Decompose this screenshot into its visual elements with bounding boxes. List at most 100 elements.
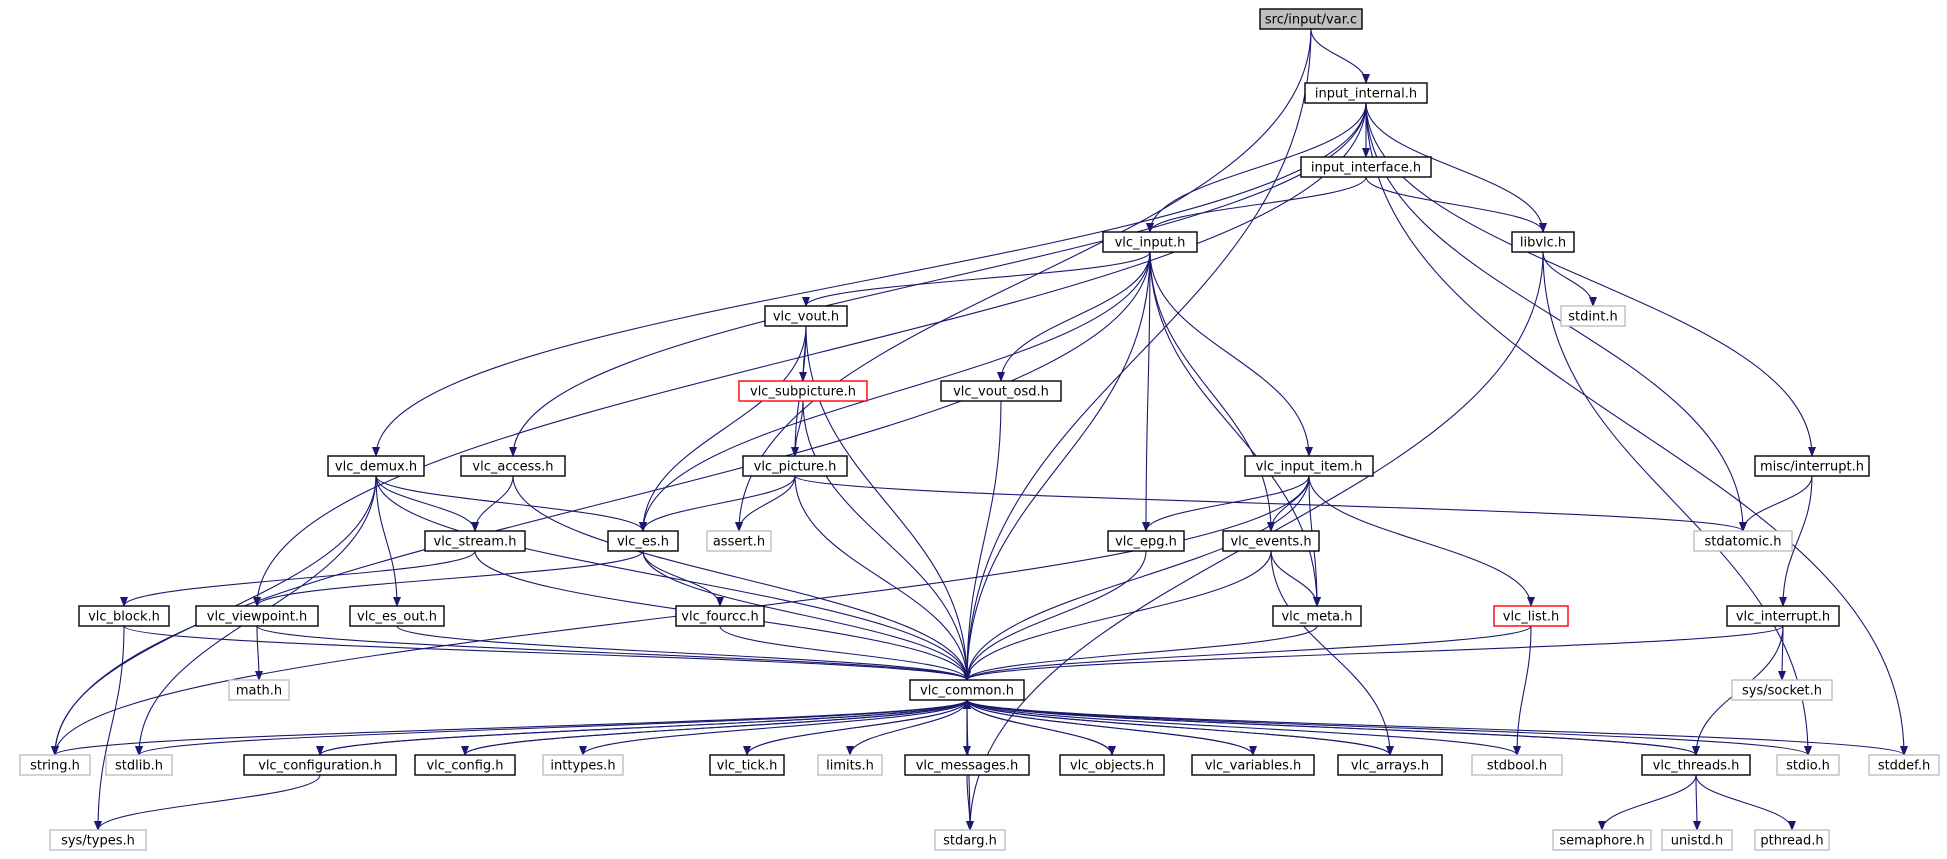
- node-stdbool: stdbool.h: [1471, 754, 1563, 776]
- node-box: [904, 754, 1030, 776]
- node-vlc-subpicture[interactable]: vlc_subpicture.h: [738, 380, 868, 402]
- node-label: unistd.h: [1671, 834, 1724, 849]
- node-misc-interrupt[interactable]: misc/interrupt.h: [1754, 455, 1870, 477]
- node-vlc-configuration[interactable]: vlc_configuration.h: [243, 754, 397, 776]
- node-label: vlc_viewpoint.h: [207, 610, 307, 625]
- node-vlc-events[interactable]: vlc_events.h: [1222, 530, 1320, 552]
- node-label: sys/socket.h: [1742, 684, 1822, 699]
- edge-vlc_configuration-to-sys_types: [94, 774, 321, 831]
- edge-vlc_threads-to-pthread: [1695, 774, 1796, 831]
- node-vlc-config[interactable]: vlc_config.h: [414, 754, 516, 776]
- node-vlc-input[interactable]: vlc_input.h: [1102, 231, 1198, 253]
- edge-input_internal-to-vlc_input: [1146, 102, 1367, 233]
- edge-vlc_input-to-string: [51, 251, 1151, 756]
- node-box: [1300, 156, 1432, 178]
- node-vlc-block[interactable]: vlc_block.h: [78, 605, 170, 627]
- node-vlc-access[interactable]: vlc_access.h: [460, 455, 566, 477]
- node-label: sys/types.h: [61, 834, 135, 849]
- edge-vlc_subpicture-to-vlc_common: [802, 400, 971, 681]
- edge-input_interface-to-libvlc: [1365, 176, 1547, 233]
- node-sys-socket: sys/socket.h: [1731, 679, 1833, 701]
- edge-vlc_tick-to-vlc_common: [746, 699, 971, 756]
- node-label: string.h: [30, 759, 80, 774]
- node-vlc-vout[interactable]: vlc_vout.h: [764, 305, 848, 327]
- node-vlc-messages[interactable]: vlc_messages.h: [904, 754, 1030, 776]
- edge-vlc_fourcc-to-vlc_common: [719, 625, 971, 681]
- edge-vlc_messages-to-stdarg: [965, 774, 974, 831]
- node-box: [1754, 829, 1830, 851]
- node-vlc-picture[interactable]: vlc_picture.h: [742, 455, 848, 477]
- node-vlc-common[interactable]: vlc_common.h: [909, 679, 1025, 701]
- edge-vlc_events-to-vlc_meta: [1270, 550, 1321, 607]
- node-box: [1337, 754, 1443, 776]
- node-box: [49, 829, 147, 851]
- node-vlc-fourcc[interactable]: vlc_fourcc.h: [675, 605, 765, 627]
- node-vlc-arrays[interactable]: vlc_arrays.h: [1337, 754, 1443, 776]
- node-vlc-stream[interactable]: vlc_stream.h: [424, 530, 526, 552]
- node-vlc-es-out[interactable]: vlc_es_out.h: [349, 605, 445, 627]
- node-label: libvlc.h: [1520, 236, 1566, 251]
- node-root[interactable]: src/input/var.c: [1259, 8, 1363, 30]
- edge-vlc_list-to-stdbool: [1513, 625, 1532, 756]
- edge-vlc_threads-to-unistd: [1692, 774, 1701, 831]
- edge-vlc_picture-to-stdatomic: [794, 475, 1747, 532]
- edge-input_internal-to-vlc_viewpoint: [253, 102, 1367, 607]
- edge-vlc_epg-to-vlc_common: [963, 550, 1147, 681]
- node-label: vlc_access.h: [472, 460, 553, 475]
- node-box: [738, 380, 868, 402]
- edge-vlc_threads-to-semaphore: [1598, 774, 1697, 831]
- edge-root-to-input_internal: [1310, 28, 1370, 84]
- node-stdarg: stdarg.h: [934, 829, 1006, 851]
- node-box: [243, 754, 397, 776]
- node-label: vlc_picture.h: [754, 460, 837, 475]
- node-vlc-threads[interactable]: vlc_threads.h: [1641, 754, 1751, 776]
- node-inttypes: inttypes.h: [542, 754, 624, 776]
- node-libvlc[interactable]: libvlc.h: [1511, 231, 1575, 253]
- node-vlc-vout-osd[interactable]: vlc_vout_osd.h: [940, 380, 1062, 402]
- node-label: vlc_vout_osd.h: [953, 385, 1049, 400]
- node-vlc-input-item[interactable]: vlc_input_item.h: [1244, 455, 1374, 477]
- edge-vlc_es-to-vlc_fourcc: [642, 550, 724, 607]
- edge-vlc_stream-to-vlc_block: [120, 550, 476, 607]
- node-box: [709, 754, 785, 776]
- node-box: [1731, 679, 1833, 701]
- node-vlc-objects[interactable]: vlc_objects.h: [1059, 754, 1165, 776]
- node-limits: limits.h: [817, 754, 883, 776]
- node-box: [742, 455, 848, 477]
- node-vlc-tick[interactable]: vlc_tick.h: [709, 754, 785, 776]
- node-vlc-viewpoint[interactable]: vlc_viewpoint.h: [195, 605, 319, 627]
- node-label: vlc_input_item.h: [1256, 460, 1363, 475]
- edge-input_internal-to-misc_interrupt: [1365, 102, 1816, 457]
- node-vlc-variables[interactable]: vlc_variables.h: [1191, 754, 1315, 776]
- node-label: stdarg.h: [943, 834, 997, 849]
- edge-vlc_picture-to-vlc_common: [794, 475, 971, 681]
- node-label: vlc_common.h: [920, 684, 1014, 699]
- node-box: [1272, 605, 1362, 627]
- node-input-interface[interactable]: input_interface.h: [1300, 156, 1432, 178]
- edge-vlc_vout_osd-to-vlc_common: [963, 400, 1002, 681]
- edge-vlc_input-to-vlc_es: [639, 251, 1151, 532]
- edge-vlc_common-to-inttypes: [579, 699, 968, 756]
- node-input-internal[interactable]: input_internal.h: [1304, 82, 1428, 104]
- node-box: [424, 530, 526, 552]
- node-vlc-es[interactable]: vlc_es.h: [607, 530, 679, 552]
- node-vlc-demux[interactable]: vlc_demux.h: [327, 455, 425, 477]
- node-vlc-meta[interactable]: vlc_meta.h: [1272, 605, 1362, 627]
- node-vlc-list[interactable]: vlc_list.h: [1493, 605, 1569, 627]
- edge-vlc_demux-to-vlc_es_out: [375, 475, 401, 607]
- node-box: [1304, 82, 1428, 104]
- node-box: [542, 754, 624, 776]
- node-vlc-epg[interactable]: vlc_epg.h: [1107, 530, 1185, 552]
- edge-vlc_viewpoint-to-vlc_common: [256, 625, 971, 681]
- node-label: vlc_interrupt.h: [1736, 610, 1830, 625]
- node-label: stdint.h: [1568, 310, 1617, 325]
- node-math: math.h: [228, 679, 290, 701]
- node-vlc-interrupt[interactable]: vlc_interrupt.h: [1726, 605, 1840, 627]
- node-label: assert.h: [713, 535, 765, 550]
- node-label: vlc_fourcc.h: [681, 610, 758, 625]
- node-stdint: stdint.h: [1560, 305, 1626, 327]
- node-box: [934, 829, 1006, 851]
- node-box: [327, 455, 425, 477]
- edge-input_internal-to-vlc_demux: [372, 102, 1367, 457]
- node-label: input_interface.h: [1311, 161, 1421, 176]
